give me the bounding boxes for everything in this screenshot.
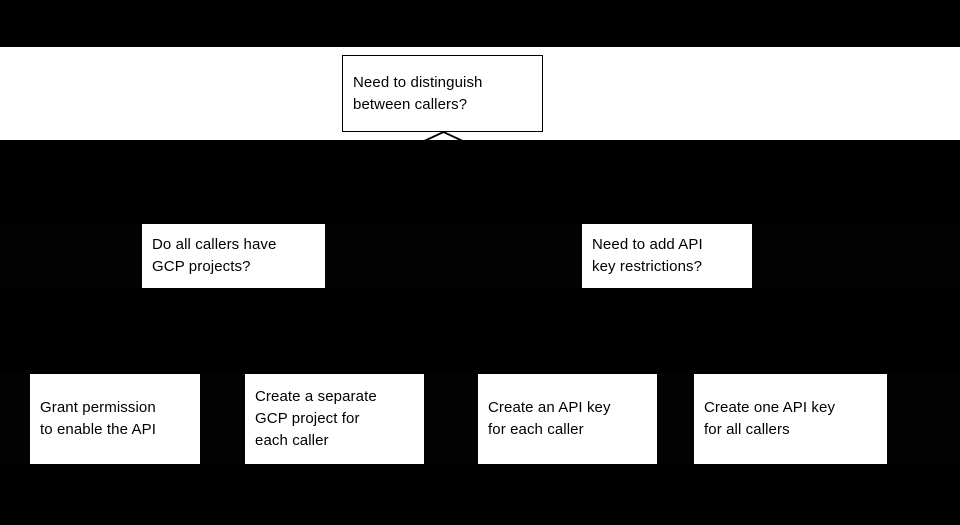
node-do-all-callers-have-gcp-projects[interactable]: Do all callers have GCP projects? xyxy=(142,224,325,288)
connector-arrowhead-below-root xyxy=(419,131,468,144)
node-grant-permission-to-enable-the-api[interactable]: Grant permission to enable the API xyxy=(30,374,200,464)
node-label: Do all callers have GCP projects? xyxy=(152,236,277,275)
node-label: Create a separate GCP project for each c… xyxy=(255,388,377,449)
node-label: Need to distinguish between callers? xyxy=(353,73,483,113)
node-label: Create one API key for all callers xyxy=(704,399,836,438)
node-label: Grant permission to enable the API xyxy=(40,399,156,438)
node-label: Need to add API key restrictions? xyxy=(592,236,703,275)
node-need-to-distinguish-between-callers[interactable]: Need to distinguish between callers? xyxy=(342,55,543,132)
node-create-an-api-key-for-each-caller[interactable]: Create an API key for each caller xyxy=(478,374,657,464)
node-create-a-separate-gcp-project-for-each-caller[interactable]: Create a separate GCP project for each c… xyxy=(245,374,424,464)
node-create-one-api-key-for-all-callers[interactable]: Create one API key for all callers xyxy=(694,374,887,464)
node-need-to-add-api-key-restrictions[interactable]: Need to add API key restrictions? xyxy=(582,224,752,288)
node-label: Create an API key for each caller xyxy=(488,399,611,438)
